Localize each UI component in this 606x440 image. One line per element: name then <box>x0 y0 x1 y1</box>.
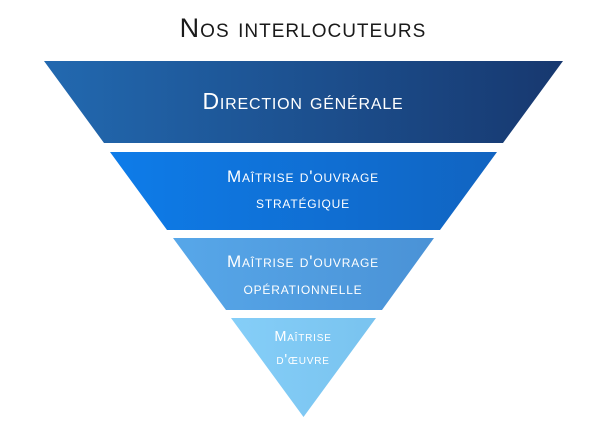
funnel-level-4-line-2: d'œuvre <box>276 352 330 368</box>
funnel-level-3-label: Maîtrise d'ouvrage opérationnelle <box>0 248 606 302</box>
funnel-level-4-shape <box>231 318 376 417</box>
funnel-level-4-label: Maîtrise d'œuvre <box>0 326 606 372</box>
funnel-level-3-shape <box>173 238 434 310</box>
funnel-level-2-label: Maîtrise d'ouvrage stratégique <box>0 164 606 216</box>
funnel-level-3-line-2: opérationnelle <box>243 279 363 298</box>
funnel-level-1-line-1: Direction générale <box>202 88 404 114</box>
funnel-level-1-shape <box>44 61 563 143</box>
funnel-level-3-line-1: Maîtrise d'ouvrage <box>227 252 379 271</box>
funnel-level-2-line-1: Maîtrise d'ouvrage <box>227 167 379 186</box>
funnel-level-4-line-1: Maîtrise <box>274 329 332 345</box>
funnel-level-2-line-2: stratégique <box>256 193 350 212</box>
slide-title: Nos interlocuteurs <box>179 13 427 43</box>
funnel-level-2-shape <box>110 152 497 230</box>
funnel-level-1-label: Direction générale <box>0 87 606 115</box>
